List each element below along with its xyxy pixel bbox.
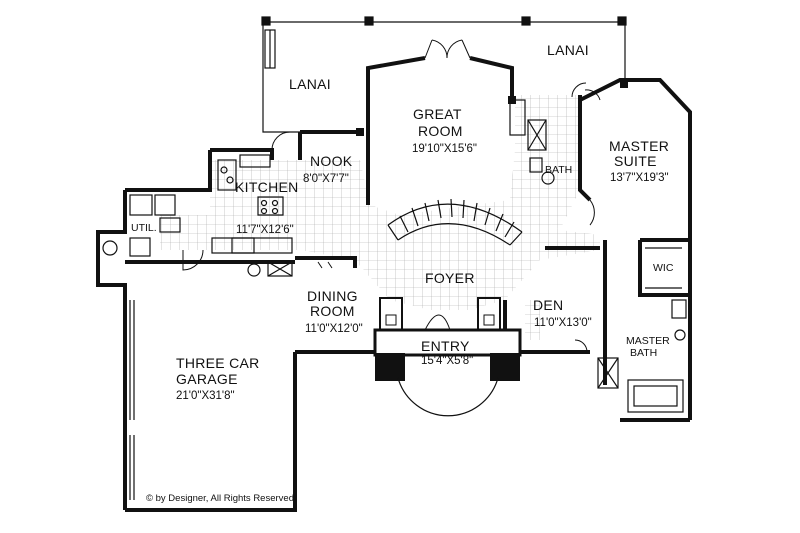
nook-label: NOOK xyxy=(310,153,353,169)
kitchen-label: KITCHEN xyxy=(235,179,299,195)
lanai-right-label: LANAI xyxy=(547,42,589,58)
master-bath-label-2: BATH xyxy=(630,347,657,359)
bath-label: BATH xyxy=(545,164,572,176)
curved-stair xyxy=(387,198,523,246)
entry-block xyxy=(373,297,522,417)
nook-dimensions: 8'0"X7'7" xyxy=(303,173,349,185)
dining-room-dimensions: 11'0"X12'0" xyxy=(305,323,363,335)
great-room-dimensions: 19'10"X15'6" xyxy=(412,143,477,155)
garage-label: THREE CAR xyxy=(176,355,260,371)
wic-label: WIC xyxy=(653,262,674,274)
garage-dimensions: 21'0"X31'8" xyxy=(176,390,235,402)
wall-posts xyxy=(356,80,628,136)
entry-dimensions: 15'4"X5'8" xyxy=(421,355,473,367)
den-label: DEN xyxy=(533,297,563,313)
util-label: UTIL. xyxy=(131,222,157,234)
master-suite-dimensions: 13'7"X19'3" xyxy=(610,172,669,184)
lanai-outline xyxy=(261,16,627,133)
entry-label: ENTRY xyxy=(421,338,470,354)
great-room-label: GREAT xyxy=(413,106,462,122)
dining-room-label-2: ROOM xyxy=(310,303,355,319)
room-labels: LANAI LANAI GREAT ROOM 19'10"X15'6" NOOK… xyxy=(131,42,674,402)
den-dimensions: 11'0"X13'0" xyxy=(534,317,592,329)
master-suite-label: MASTER xyxy=(609,138,669,154)
kitchen-fixtures xyxy=(211,154,293,277)
dining-room-label: DINING xyxy=(307,288,358,304)
copyright-notice: © by Designer, All Rights Reserved xyxy=(146,493,294,504)
lanai-left-label: LANAI xyxy=(289,76,331,92)
master-suite-label-2: SUITE xyxy=(614,153,657,169)
foyer-label: FOYER xyxy=(425,270,475,286)
kitchen-dimensions: 11'7"X12'6" xyxy=(236,224,294,236)
garage-windows xyxy=(129,300,135,500)
bath-fixtures xyxy=(509,99,687,413)
master-bath-label: MASTER xyxy=(626,335,670,347)
doors xyxy=(182,39,601,353)
garage-label-2: GARAGE xyxy=(176,371,238,387)
util-fixtures xyxy=(102,194,181,257)
great-room-label-2: ROOM xyxy=(418,123,463,139)
